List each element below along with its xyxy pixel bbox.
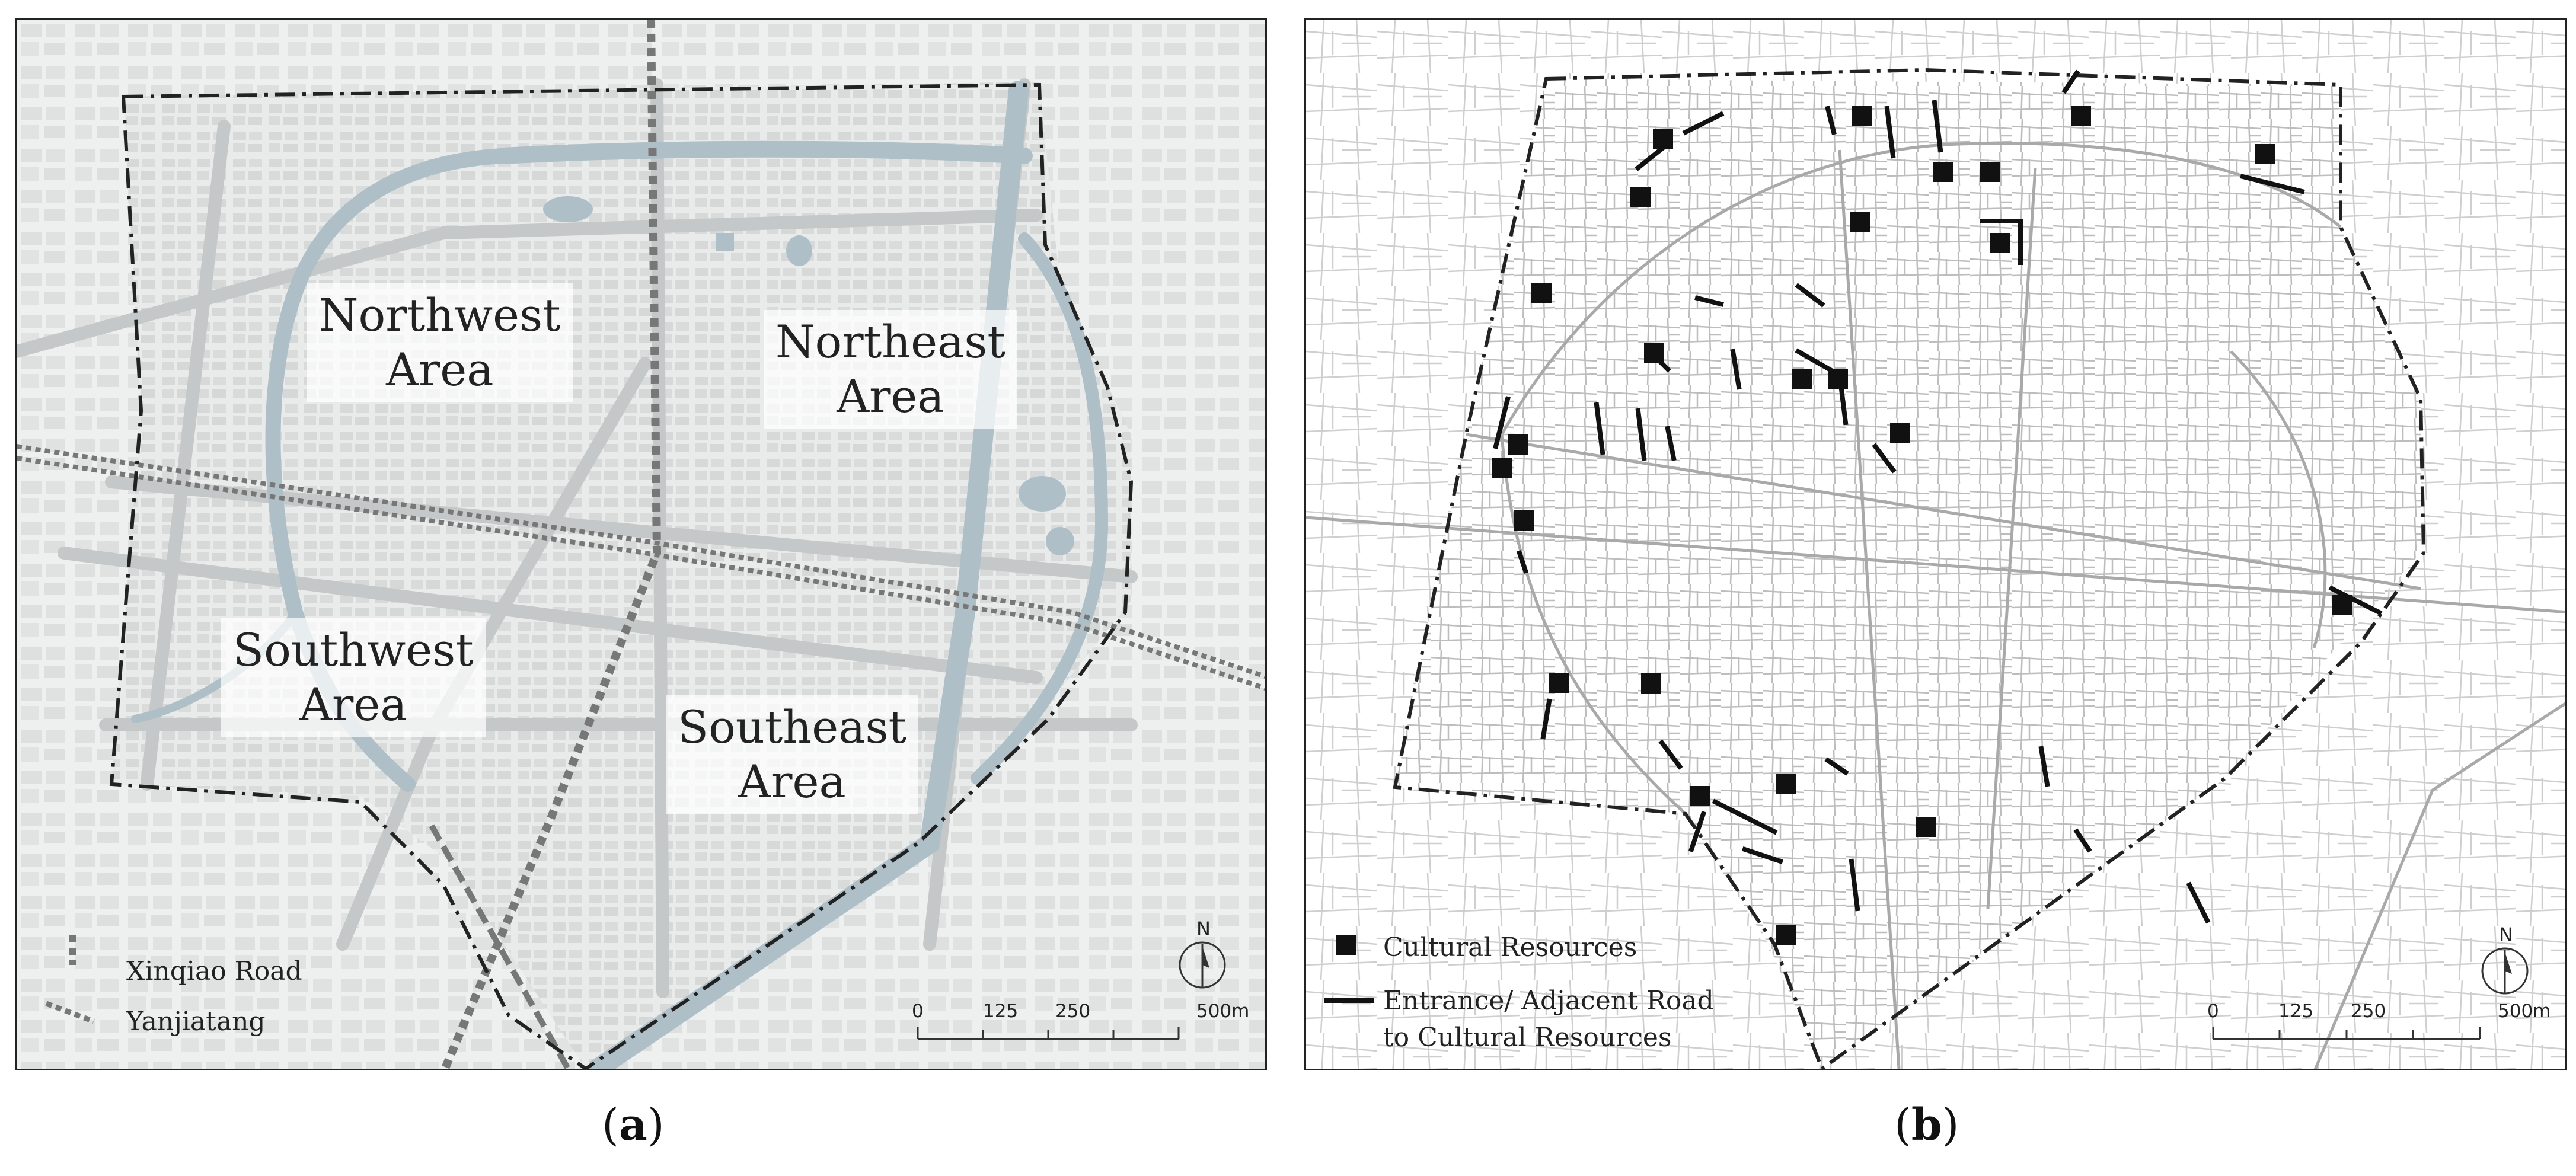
scale-bar-b [2212, 1027, 2481, 1040]
legend-cultural-swatch [1336, 935, 1356, 956]
legend-yanjiatang-swatch [45, 1001, 95, 1024]
legend-yanjiatang-label: Yanjiatang [126, 1006, 266, 1037]
base-map-a [17, 20, 1265, 1069]
scale-tick-500-b: 500m [2498, 1001, 2551, 1022]
map-panel-b: Cultural Resources Entrance/ Adjacent Ro… [1304, 18, 2567, 1070]
scale-tick-500-a: 500m [1196, 1001, 1250, 1022]
legend-entrance-label-2: to Cultural Resources [1383, 1022, 1672, 1053]
base-map-b [1306, 20, 2565, 1069]
scale-tick-0-a: 0 [912, 1001, 924, 1022]
legend-xinqiao-label: Xinqiao Road [126, 956, 302, 986]
scale-tick-125-a: 125 [983, 1001, 1019, 1022]
legend-entrance-label-1: Entrance/ Adjacent Road [1383, 986, 1714, 1016]
caption-b: (b) [1894, 1100, 1959, 1151]
entrance-roads [1493, 69, 2383, 924]
north-label-b: N [2499, 923, 2513, 946]
legend-cultural-label: Cultural Resources [1383, 932, 1637, 963]
north-label-a: N [1196, 918, 1211, 940]
scale-tick-125-b: 125 [2278, 1001, 2314, 1022]
caption-a: (a) [602, 1100, 665, 1151]
north-arrow-b [2481, 947, 2529, 995]
scale-tick-250-b: 250 [2351, 1001, 2386, 1022]
cultural-resources [1492, 106, 2352, 945]
scale-bar-a [917, 1027, 1180, 1040]
scale-tick-250-a: 250 [1055, 1001, 1091, 1022]
north-arrow-a [1179, 941, 1226, 989]
scale-tick-0-b: 0 [2207, 1001, 2219, 1022]
